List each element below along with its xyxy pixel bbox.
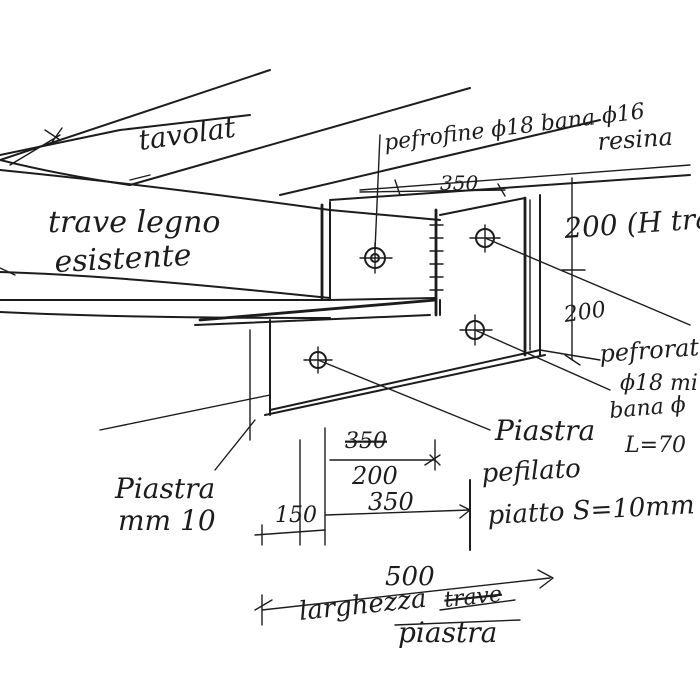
label-dim-200-right: 200: [561, 297, 607, 328]
trave-esistente-outline: [0, 169, 441, 319]
bolt-holes: [303, 224, 501, 374]
label-piastra-left-1: Piastra: [114, 472, 215, 505]
label-resina: resina: [596, 123, 673, 156]
label-piastra-left-2: mm 10: [118, 504, 216, 537]
label-dim-350-top: 350: [440, 171, 478, 195]
label-trave: trave legno: [48, 205, 220, 240]
label-dim-150: 150: [275, 503, 317, 528]
leader-lines: [99, 134, 691, 471]
label-foratura-right-2: ϕ18 mi: [620, 371, 698, 396]
label-foratura-right-3: bana ϕ: [608, 392, 686, 424]
label-foratura-right-1: pefrorat: [598, 333, 700, 368]
dimension-lines: [254, 177, 586, 626]
label-profilato-1: pefilato: [481, 454, 582, 489]
label-esistente: esistente: [54, 238, 193, 280]
label-dim-200-htrave: 200 (H trav: [562, 201, 700, 245]
label-dim-350-struck: 350: [345, 429, 387, 454]
label-profilato-2: piatto S=10mm: [487, 490, 696, 531]
label-tavolato: tavolat: [136, 111, 238, 157]
label-dim-350-bottom: 350: [368, 488, 414, 516]
label-piastra-bottom: piastra: [398, 616, 497, 649]
resina-line: [329, 164, 691, 201]
label-piastra-center: Piastra: [494, 414, 595, 447]
label-foratura-right-4: L=70: [624, 433, 686, 458]
labels: tavolat pefrofine ϕ18 bana ϕ16 resina tr…: [48, 99, 700, 649]
label-dim-500: 500: [385, 562, 435, 592]
bolt-hole-1: [359, 242, 393, 274]
steel-bracket: [194, 194, 546, 441]
tavolato-lines: [0, 69, 601, 196]
label-dim-200-bottom: 200: [351, 462, 398, 490]
label-larghezza-struck: trave: [443, 582, 503, 613]
